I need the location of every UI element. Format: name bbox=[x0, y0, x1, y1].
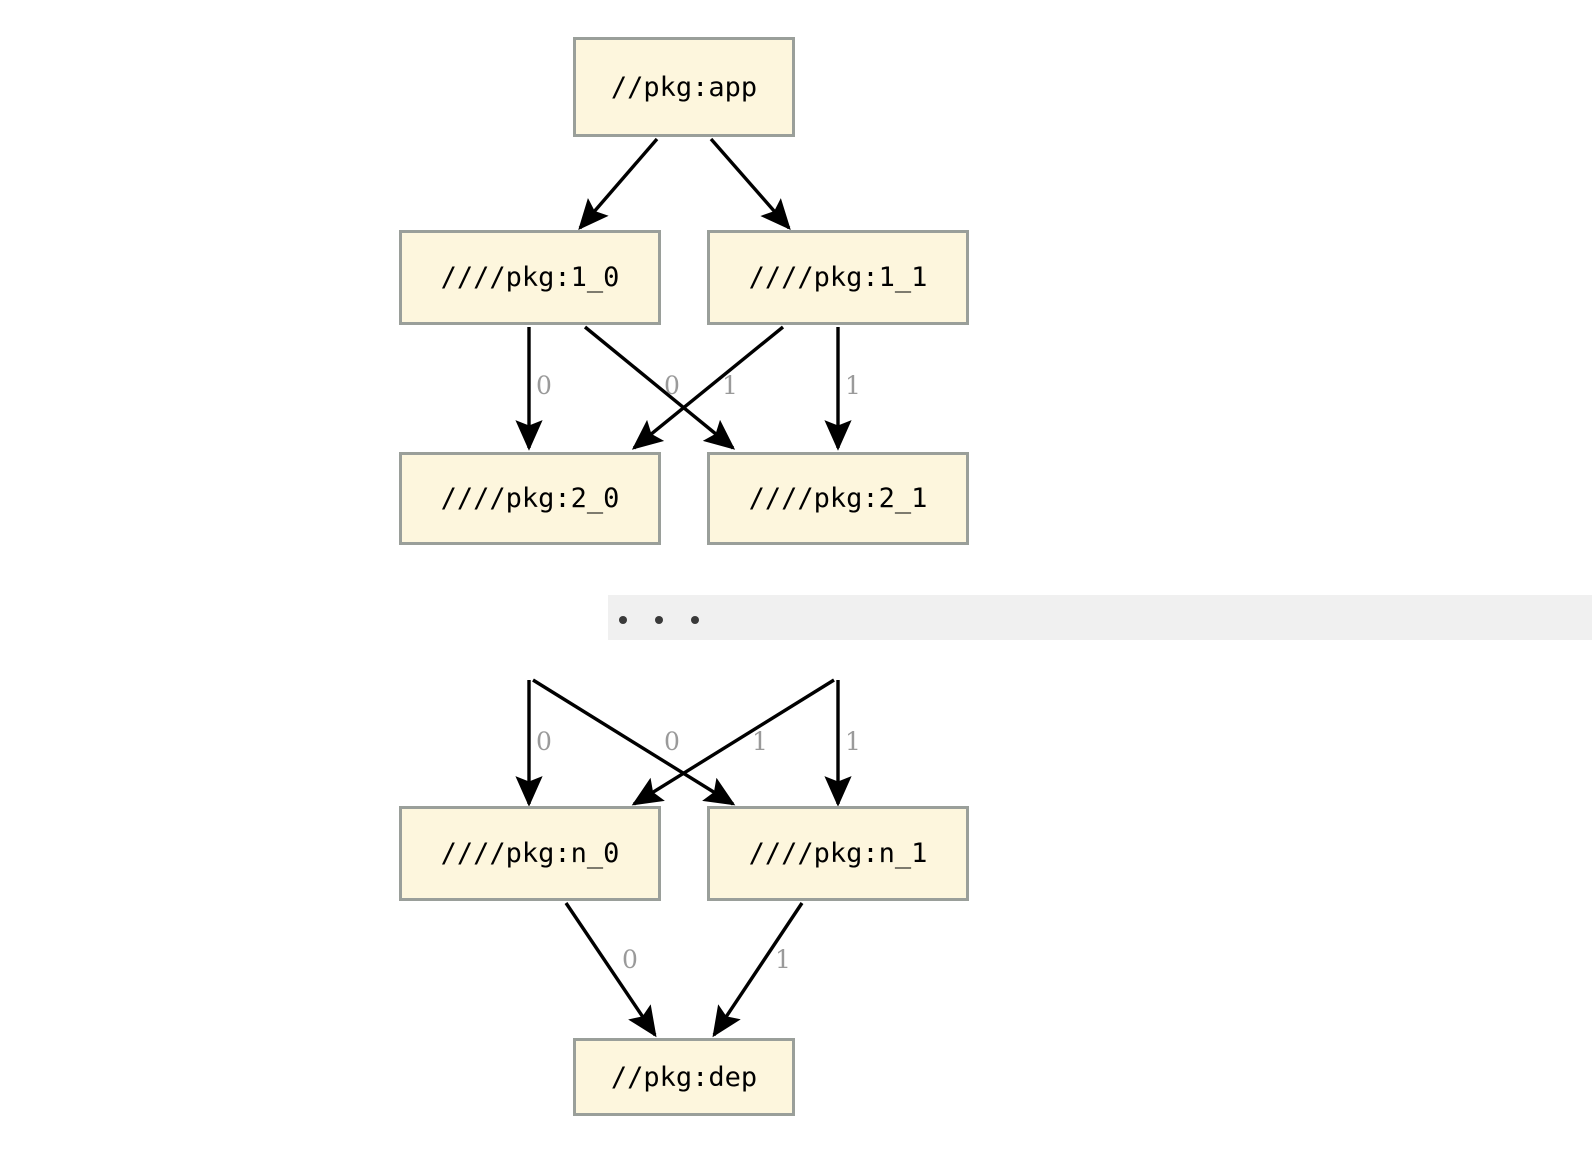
ellipsis-dot bbox=[619, 616, 627, 624]
node-nn_0[interactable]: ////pkg:n_0 bbox=[399, 806, 661, 901]
edge-nn_0-to-dep bbox=[564, 902, 657, 1038]
edge-app-to-n1_0 bbox=[578, 137, 659, 231]
edge-src-to-nn_1 bbox=[532, 678, 736, 806]
edge-src-to-nn_0 bbox=[631, 678, 835, 806]
node-label: ////pkg:1_1 bbox=[748, 262, 928, 293]
edge-label: 0 bbox=[536, 727, 552, 756]
edge-label: 1 bbox=[775, 945, 791, 974]
ellipsis-dot bbox=[691, 616, 699, 624]
edge-label: 1 bbox=[722, 371, 738, 400]
edge-label: 1 bbox=[752, 727, 768, 756]
node-label: //pkg:app bbox=[610, 71, 758, 103]
edge-label: 0 bbox=[664, 371, 680, 400]
edge-label: 0 bbox=[536, 371, 552, 400]
edge-label: 0 bbox=[664, 727, 680, 756]
node-label: ////pkg:n_0 bbox=[440, 838, 620, 869]
node-label: ////pkg:1_0 bbox=[440, 262, 620, 293]
node-n2_0[interactable]: ////pkg:2_0 bbox=[399, 452, 661, 545]
ellipsis-dot bbox=[655, 616, 663, 624]
ellipsis-separator-band bbox=[608, 595, 1592, 640]
edge-nn_1-to-dep bbox=[712, 902, 804, 1038]
edge-label: 1 bbox=[845, 727, 861, 756]
node-n2_1[interactable]: ////pkg:2_1 bbox=[707, 452, 969, 545]
ellipsis-dots bbox=[619, 616, 727, 624]
node-label: ////pkg:2_1 bbox=[748, 483, 928, 514]
edge-n1_1-to-n2_0 bbox=[631, 325, 785, 450]
edge-app-to-n1_1 bbox=[709, 137, 791, 231]
node-app[interactable]: //pkg:app bbox=[573, 37, 795, 137]
edge-label: 0 bbox=[622, 945, 638, 974]
node-label: ////pkg:2_0 bbox=[440, 483, 620, 514]
node-n1_0[interactable]: ////pkg:1_0 bbox=[399, 230, 661, 325]
node-label: //pkg:dep bbox=[610, 1061, 758, 1093]
node-dep[interactable]: //pkg:dep bbox=[573, 1038, 795, 1116]
node-n1_1[interactable]: ////pkg:1_1 bbox=[707, 230, 969, 325]
node-nn_1[interactable]: ////pkg:n_1 bbox=[707, 806, 969, 901]
edge-label: 1 bbox=[845, 371, 861, 400]
edge-n1_0-to-n2_1 bbox=[583, 325, 736, 450]
node-label: ////pkg:n_1 bbox=[748, 838, 928, 869]
